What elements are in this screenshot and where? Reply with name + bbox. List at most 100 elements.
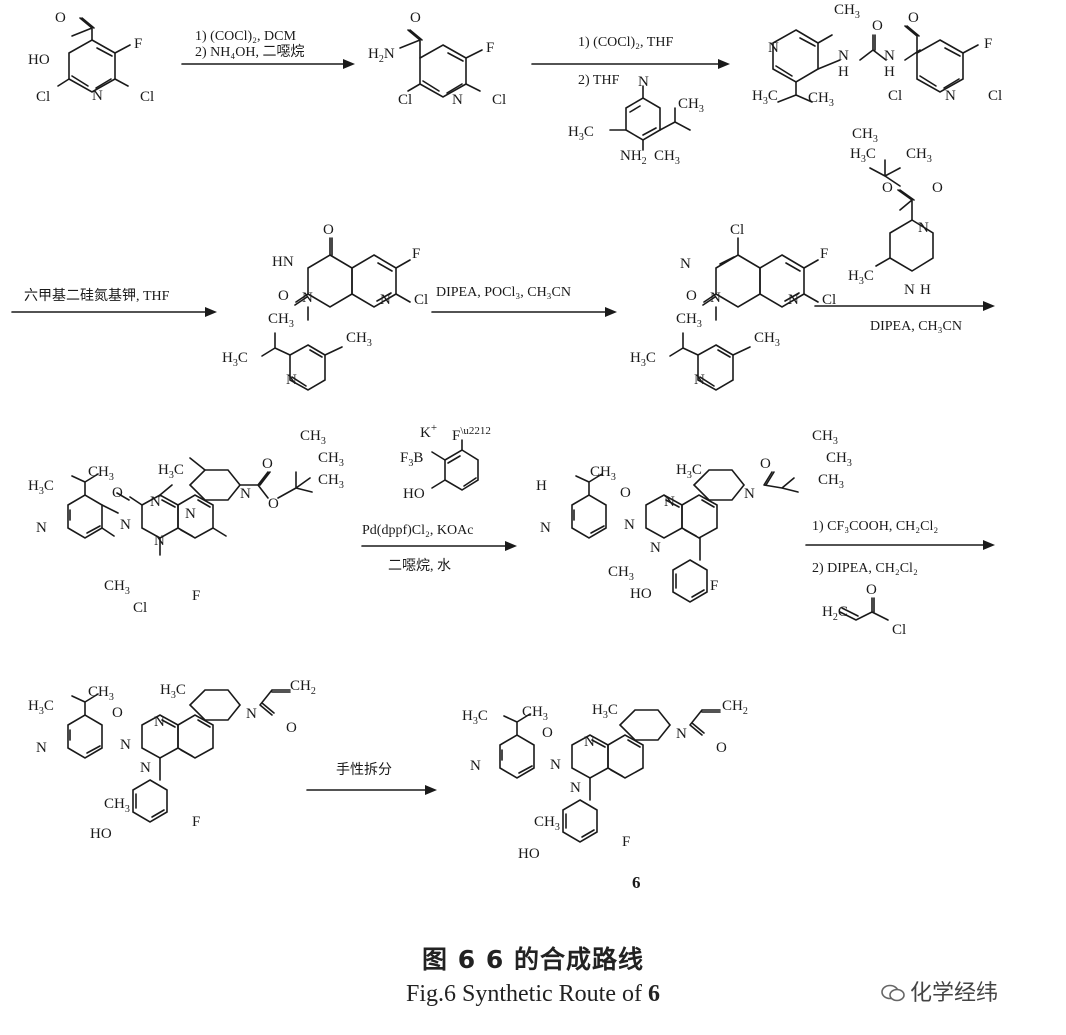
step-2-condition-a: 1) (COCl)₂, THF <box>578 35 673 50</box>
svg-text:F: F <box>710 578 718 594</box>
svg-text:O: O <box>262 456 273 472</box>
reagent-acryloyl-chloride-structure: H2C O Cl <box>822 582 906 638</box>
svg-text:N: N <box>150 494 161 510</box>
svg-text:O: O <box>112 705 123 721</box>
caption-english: Fig.6 Synthetic Route of 6 <box>0 981 1066 1008</box>
svg-text:CH3: CH3 <box>808 90 834 109</box>
svg-text:N: N <box>664 494 675 510</box>
step-1-condition-a: 1) (COCl)₂, DCM <box>195 29 296 44</box>
svg-text:Cl: Cl <box>492 92 506 108</box>
svg-text:CH3: CH3 <box>826 450 852 469</box>
svg-text:N: N <box>884 48 895 64</box>
step-7-condition-a: 1) CF₃COOH, CH₂Cl₂ <box>812 519 938 534</box>
svg-text:O: O <box>932 180 943 196</box>
compound-amide-structure: H2N O F N Cl Cl <box>368 10 506 108</box>
svg-text:N: N <box>36 520 47 536</box>
svg-text:F: F <box>622 834 630 850</box>
compound-urea-structure: CH3 N NH O NH O F N Cl Cl H3C CH3 <box>752 2 1002 109</box>
compound-6-structure: H3C CH3 N CH3 O N N N F HO H3C N CH2 O <box>462 698 748 862</box>
wechat-icon <box>881 984 905 1002</box>
svg-text:CH3: CH3 <box>104 796 130 815</box>
step-3-condition: 六甲基二硅氮基钾, THF <box>24 287 170 304</box>
svg-text:O: O <box>908 10 919 26</box>
svg-text:N: N <box>680 256 691 272</box>
svg-text:H3C: H3C <box>222 350 248 369</box>
svg-text:N: N <box>584 734 595 750</box>
svg-text:F: F <box>820 246 828 262</box>
svg-text:N: N <box>120 517 131 533</box>
svg-text:HO: HO <box>403 486 425 502</box>
caption-english-text: Fig.6 Synthetic Route of <box>406 981 648 1007</box>
svg-text:N: N <box>470 758 481 774</box>
svg-text:N: N <box>694 372 705 388</box>
svg-text:Cl: Cl <box>730 222 744 238</box>
arrow-step-7 <box>805 540 995 550</box>
svg-text:N: N <box>945 88 956 104</box>
svg-text:CH3: CH3 <box>676 311 702 330</box>
reagent-aminopyridine-structure: N H3C CH3 NH2 CH3 <box>568 74 704 167</box>
svg-text:O: O <box>686 288 697 304</box>
svg-text:N: N <box>154 533 165 549</box>
svg-text:N: N <box>838 48 849 64</box>
reagent-trifluoroborate-structure: K+ F\u2212 F3B HO <box>400 422 491 502</box>
svg-text:H3C: H3C <box>568 124 594 143</box>
svg-text:N: N <box>36 740 47 756</box>
svg-text:CH3: CH3 <box>300 428 326 447</box>
svg-text:O: O <box>55 10 66 26</box>
svg-text:CH2: CH2 <box>290 678 316 697</box>
svg-text:CH3: CH3 <box>906 146 932 165</box>
svg-text:O: O <box>410 10 421 26</box>
svg-text:N: N <box>185 506 196 522</box>
arrow-step-2 <box>531 59 730 69</box>
svg-text:N: N <box>638 74 649 90</box>
svg-text:H: H <box>920 282 931 298</box>
svg-text:CH3: CH3 <box>268 311 294 330</box>
compound-boc-intermediate-structure: H3C CH3 N CH3 O N N N Cl F H3C N N O O C… <box>28 428 344 616</box>
svg-text:H: H <box>884 64 895 80</box>
svg-text:O: O <box>872 18 883 34</box>
svg-text:N: N <box>240 486 251 502</box>
svg-text:N: N <box>650 540 661 556</box>
svg-text:O: O <box>620 485 631 501</box>
svg-text:H3C: H3C <box>462 708 488 727</box>
svg-text:CH3: CH3 <box>318 450 344 469</box>
step-1-condition-b: 2) NH₄OH, 二噁烷 <box>195 44 304 60</box>
svg-text:F: F <box>984 36 992 52</box>
arrow-step-8 <box>306 785 437 795</box>
compound-6-label: 6 <box>632 873 641 892</box>
svg-text:N: N <box>380 292 391 308</box>
svg-text:N: N <box>154 714 165 730</box>
step-8-condition: 手性拆分 <box>336 762 392 778</box>
svg-text:H: H <box>536 478 547 494</box>
svg-text:H3C: H3C <box>158 462 184 481</box>
svg-text:N: N <box>624 517 635 533</box>
svg-text:F\u2212: F\u2212 <box>452 425 491 444</box>
compound-biaryl-boc-structure: H CH3 N CH3 O N N N F HO H3C N O CH3 CH3… <box>536 428 852 603</box>
svg-text:CH3: CH3 <box>608 564 634 583</box>
svg-text:CH3: CH3 <box>852 126 878 145</box>
svg-text:O: O <box>866 582 877 598</box>
svg-text:H2C: H2C <box>822 604 848 623</box>
svg-text:N: N <box>140 760 151 776</box>
arrow-step-5 <box>814 301 995 311</box>
svg-text:N: N <box>788 292 799 308</box>
svg-text:Cl: Cl <box>988 88 1002 104</box>
svg-text:CH3: CH3 <box>346 330 372 349</box>
svg-text:NH2: NH2 <box>620 148 647 167</box>
svg-text:O: O <box>716 740 727 756</box>
svg-text:O: O <box>268 496 279 512</box>
svg-text:H3C: H3C <box>28 478 54 497</box>
step-2-condition-b: 2) THF <box>578 73 620 88</box>
svg-text:Cl: Cl <box>133 600 147 616</box>
svg-text:Cl: Cl <box>414 292 428 308</box>
arrow-step-1 <box>181 59 355 69</box>
svg-text:Cl: Cl <box>398 92 412 108</box>
step-6-condition-a: Pd(dppf)Cl₂, KOAc <box>362 523 473 538</box>
step-4-condition: DIPEA, POCl₃, CH₃CN <box>436 285 571 300</box>
svg-text:N: N <box>570 780 581 796</box>
svg-text:H: H <box>838 64 849 80</box>
svg-text:N: N <box>286 372 297 388</box>
svg-text:H3C: H3C <box>28 698 54 717</box>
svg-text:CH3: CH3 <box>834 2 860 21</box>
